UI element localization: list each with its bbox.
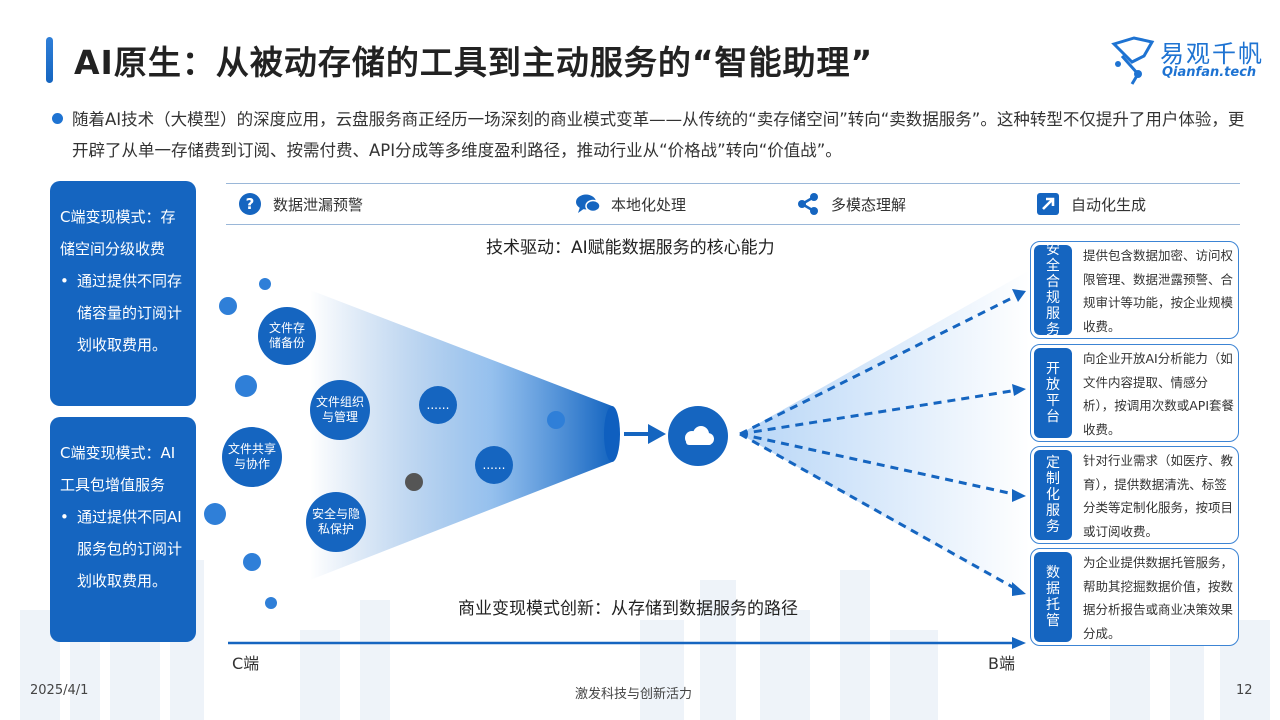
service-tag: 定制化服务	[1034, 450, 1072, 540]
left-card-ai-toolkit: C端变现模式：AI工具包增值服务 通过提供不同AI服务包的订阅计划收取费用。	[50, 417, 196, 642]
arrow-out-icon	[1035, 191, 1061, 217]
tech-item-leak-warning: ? 数据泄漏预警	[237, 190, 363, 218]
tech-item-local-processing: 本地化处理	[575, 190, 686, 218]
cloud-icon	[685, 426, 714, 445]
left-card-bullet: 通过提供不同AI服务包的订阅计划收取费用。	[60, 501, 186, 597]
bubble-security: 安全与隐私保护	[306, 492, 366, 552]
service-tag: 开放平台	[1034, 348, 1072, 438]
page-number: 12	[1236, 683, 1253, 698]
logo-icon	[1111, 36, 1155, 85]
axis-label-c: C端	[232, 654, 260, 673]
service-card-security-compliance: 安全合规服务 提供包含数据加密、访问权限管理、数据泄露预警、合规审计等功能，按企…	[1030, 241, 1239, 339]
footer-slogan: 激发科技与创新活力	[575, 687, 693, 702]
service-desc: 提供包含数据加密、访问权限管理、数据泄露预警、合规审计等功能，按企业规模收费。	[1083, 248, 1234, 334]
service-desc: 向企业开放AI分析能力（如文件内容提取、情感分析），按调用次数或API套餐收费。	[1083, 351, 1235, 437]
left-card-bullet: 通过提供不同存储容量的订阅计划收取费用。	[60, 265, 186, 361]
tech-item-label: 本地化处理	[611, 195, 687, 214]
service-card-data-hosting: 数据托管 为企业提供数据托管服务，帮助其挖掘数据价值，按数据分析报告或商业决策效…	[1030, 548, 1239, 646]
service-card-open-platform: 开放平台 向企业开放AI分析能力（如文件内容提取、情感分析），按调用次数或API…	[1030, 344, 1239, 442]
intro-bullet-dot	[52, 113, 63, 124]
intro-paragraph: 随着AI技术（大模型）的深度应用，云盘服务商正经历一场深刻的商业模式变革——从传…	[72, 110, 1245, 160]
left-card-title: C端变现模式：存储空间分级收费	[60, 208, 176, 258]
bubble-label: ......	[426, 398, 450, 412]
funnel-diagram	[204, 270, 1030, 609]
service-card-customization: 定制化服务 针对行业需求（如医疗、教育），提供数据清洗、标签分类等定制化服务，按…	[1030, 446, 1239, 544]
page-title: AI原生：从被动存储的工具到主动服务的“智能助理”	[74, 43, 874, 82]
axis-label-b: B端	[988, 654, 1015, 673]
tech-bar-top-line	[226, 183, 1240, 184]
cloud-hub	[668, 406, 728, 466]
logo-name: 易观千帆	[1160, 40, 1264, 68]
flow-arrows	[739, 293, 1019, 592]
question-icon: ?	[237, 191, 263, 217]
tech-item-label: 自动化生成	[1071, 195, 1147, 214]
brand-logo: 易观千帆 Qianfan.tech	[1108, 34, 1268, 88]
service-tag: 安全合规服务	[1034, 242, 1072, 338]
tech-item-label: 多模态理解	[831, 195, 907, 214]
svg-text:?: ?	[246, 195, 255, 213]
bubble-file-organize: 文件组织与管理	[310, 380, 370, 440]
c-to-b-axis	[228, 637, 1026, 649]
tech-item-label: 数据泄漏预警	[273, 195, 364, 214]
bubble-label: 文件存储备份	[268, 321, 305, 350]
tech-bar-bottom-line	[226, 224, 1240, 225]
bubble-label: ......	[482, 458, 506, 472]
service-tag: 数据托管	[1034, 552, 1072, 642]
title-accent-bar	[46, 37, 53, 83]
bubble-file-share: 文件共享与协作	[222, 427, 282, 487]
tech-item-multimodal: 多模态理解	[795, 190, 906, 218]
logo-subtitle: Qianfan.tech	[1162, 65, 1257, 80]
service-desc: 针对行业需求（如医疗、教育），提供数据清洗、标签分类等定制化服务，按项目或订阅收…	[1083, 453, 1234, 539]
tech-item-auto-generate: 自动化生成	[1035, 190, 1146, 218]
left-card-title: C端变现模式：AI工具包增值服务	[60, 444, 176, 494]
bubble-more-1: ......	[419, 386, 457, 424]
bubble-label: 安全与隐私保护	[312, 507, 361, 536]
share-icon	[795, 191, 821, 217]
bubble-more-2: ......	[475, 446, 513, 484]
business-caption: 商业变现模式创新：从存储到数据服务的路径	[458, 599, 798, 619]
bubble-label: 文件组织与管理	[316, 395, 365, 424]
tech-caption: 技术驱动：AI赋能数据服务的核心能力	[486, 238, 775, 258]
bubble-file-backup: 文件存储备份	[258, 307, 316, 365]
chat-icon	[575, 191, 601, 217]
footer-date: 2025/4/1	[30, 683, 89, 698]
service-desc: 为企业提供数据托管服务，帮助其挖掘数据价值，按数据分析报告或商业决策效果分成。	[1083, 555, 1234, 641]
bubble-label: 文件共享与协作	[228, 442, 277, 471]
left-card-storage: C端变现模式：存储空间分级收费 通过提供不同存储容量的订阅计划收取费用。	[50, 181, 196, 406]
